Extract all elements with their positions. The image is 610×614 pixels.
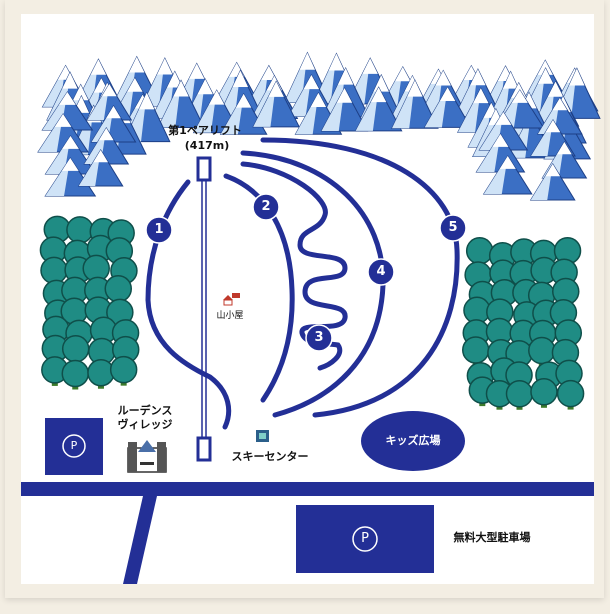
parking-icon	[62, 434, 86, 458]
mountain-icon	[529, 163, 576, 201]
lift-name: 第1ペアリフト	[168, 124, 242, 137]
parking-left-symbol: P	[70, 439, 78, 452]
lift-length: (417m)	[184, 139, 230, 152]
mountain-icon	[423, 86, 472, 128]
course-2-number: 2	[261, 199, 271, 214]
lift-top-station	[196, 156, 212, 182]
hut-icon[interactable]	[223, 293, 240, 306]
mountain-icon	[157, 79, 205, 129]
mountain-icon	[122, 91, 171, 143]
mountain-range	[37, 51, 601, 201]
tree-icon	[109, 355, 138, 386]
parking-large-symbol: P	[361, 531, 369, 546]
mountain-icon	[354, 86, 403, 132]
course-1-number: 1	[154, 222, 164, 237]
course-4-number: 4	[376, 264, 386, 279]
mountain-icon	[86, 83, 133, 121]
tree-icon	[61, 359, 90, 390]
course-4-marker[interactable]	[367, 258, 395, 286]
course-3-marker[interactable]	[305, 324, 333, 352]
course-5-path[interactable]	[260, 137, 460, 418]
forest-left	[39, 215, 140, 390]
tree-icon	[461, 336, 490, 367]
access-road	[123, 496, 157, 584]
course-5-marker[interactable]	[439, 214, 467, 242]
course-1-marker[interactable]	[145, 216, 173, 244]
mountain-icon	[44, 135, 97, 175]
mountain-icon	[77, 149, 124, 187]
tree-icon	[556, 379, 585, 410]
mountain-icon	[391, 79, 439, 129]
parking-large[interactable]	[296, 505, 434, 573]
mountain-icon	[252, 80, 301, 128]
large-parking-label: 無料大型駐車場	[453, 531, 531, 544]
ski-center-label: スキーセンター	[231, 450, 309, 463]
lift-1[interactable]	[196, 156, 212, 462]
course-5-number: 5	[448, 220, 458, 235]
tree-icon	[505, 380, 534, 410]
castle-icon[interactable]	[127, 440, 167, 473]
village-label-1: ルーデンス	[117, 404, 173, 417]
main-road	[21, 482, 594, 496]
course-2-marker[interactable]	[252, 193, 280, 221]
ski-center-icon[interactable]	[256, 430, 269, 442]
kids-area[interactable]	[361, 411, 465, 471]
hut-label: 山小屋	[216, 311, 244, 321]
parking-left[interactable]	[45, 418, 103, 475]
tree-icon	[530, 378, 558, 408]
village-label-2: ヴィレッジ	[117, 418, 173, 431]
tree-icon	[87, 358, 115, 389]
parking-icon	[352, 526, 378, 552]
mountain-icon	[320, 87, 369, 132]
course-3-number: 3	[314, 330, 324, 345]
mountain-icon	[482, 155, 533, 195]
kids-area-label: キッズ広場	[385, 434, 441, 447]
lift-bottom-station	[196, 436, 212, 462]
forest-right	[461, 236, 585, 410]
course-2-path[interactable]	[223, 173, 295, 403]
